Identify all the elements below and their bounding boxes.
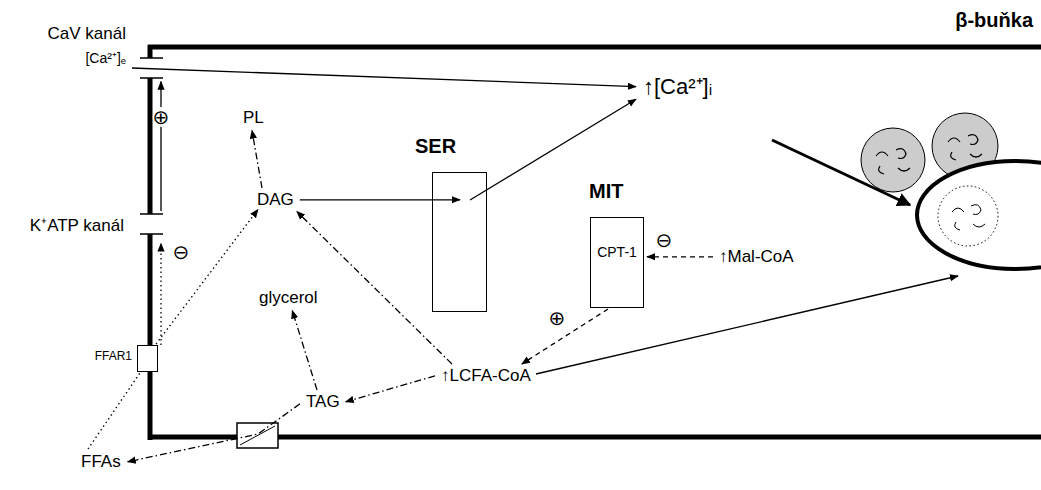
pathway-arrow (297, 212, 452, 365)
node-label: ↑Mal-CoA (719, 247, 794, 267)
node-label: MIT (589, 180, 635, 215)
metabolite-label: ↑LCFA-CoA (438, 364, 534, 388)
pathway-arrow (647, 256, 713, 257)
node-label: ↑[Ca²⁺]ᵢ (643, 74, 712, 99)
effect-sign: ⊖ (173, 242, 190, 262)
secretion-arrow (772, 140, 910, 205)
node-label: β-buňka (955, 9, 1033, 32)
node-label: ↑LCFA-CoA (441, 366, 531, 386)
secretion-arrow (536, 276, 958, 374)
pathway-arrow (156, 210, 258, 345)
cell-membrane (148, 45, 1041, 440)
pathway-arrow (252, 131, 262, 189)
node-label: TAG (306, 392, 340, 412)
pathway-arrow (346, 376, 435, 402)
metabolite-label: glycerol (256, 286, 321, 310)
metabolite-label: ↑Mal-CoA (716, 245, 797, 269)
node-label: K⁺ATP kanál (14, 216, 124, 236)
node-label: FFAs (81, 452, 121, 472)
pathway-arrow (88, 373, 140, 449)
organelle-box: MITCPT-1 (590, 217, 644, 308)
metabolite-label: DAG (254, 188, 297, 212)
channel-label: K⁺ATP kanál (12, 214, 126, 238)
metabolite-label: TAG (303, 390, 343, 414)
node-label: DAG (257, 190, 294, 210)
channel-symbol (140, 58, 163, 234)
effect-sign: ⊕ (549, 308, 566, 328)
node-label: CaV kanál (20, 24, 126, 44)
effect-sign: ⊖ (656, 230, 673, 250)
metabolite-label: FFAs (78, 450, 124, 474)
channel-label: CaV kanál [Ca²⁺]ₑ (18, 22, 128, 68)
organelle-box: SER (432, 172, 487, 312)
receptor-box: FFAR1 (137, 345, 158, 372)
cell-region: β-buňkaPLDAG↑[Ca²⁺]ᵢSERMITCPT-1↑Mal-CoAg… (150, 47, 1041, 437)
node-sublabel: [Ca²⁺]ₑ (20, 50, 126, 66)
pathway-arrow (132, 68, 636, 87)
calcium-label: ↑[Ca²⁺]ᵢ (640, 72, 715, 101)
pathway-arrow (160, 82, 161, 211)
node-label: PL (243, 108, 264, 128)
effect-sign: ⊕ (153, 107, 170, 127)
pathway-arrow (292, 311, 317, 391)
pathway-arrow (160, 244, 161, 346)
metabolite-label: PL (240, 106, 267, 130)
pathway-arrow (300, 199, 460, 200)
node-label: FFAR1 (95, 350, 132, 364)
transporter-symbol (237, 423, 278, 448)
pathway-arrow (128, 404, 300, 462)
node-label: SER (415, 135, 478, 170)
node-sublabel: CPT-1 (591, 244, 643, 260)
node-label: glycerol (259, 288, 318, 308)
exocytosis-granule (917, 161, 1041, 269)
pathway-arrow (522, 309, 608, 364)
